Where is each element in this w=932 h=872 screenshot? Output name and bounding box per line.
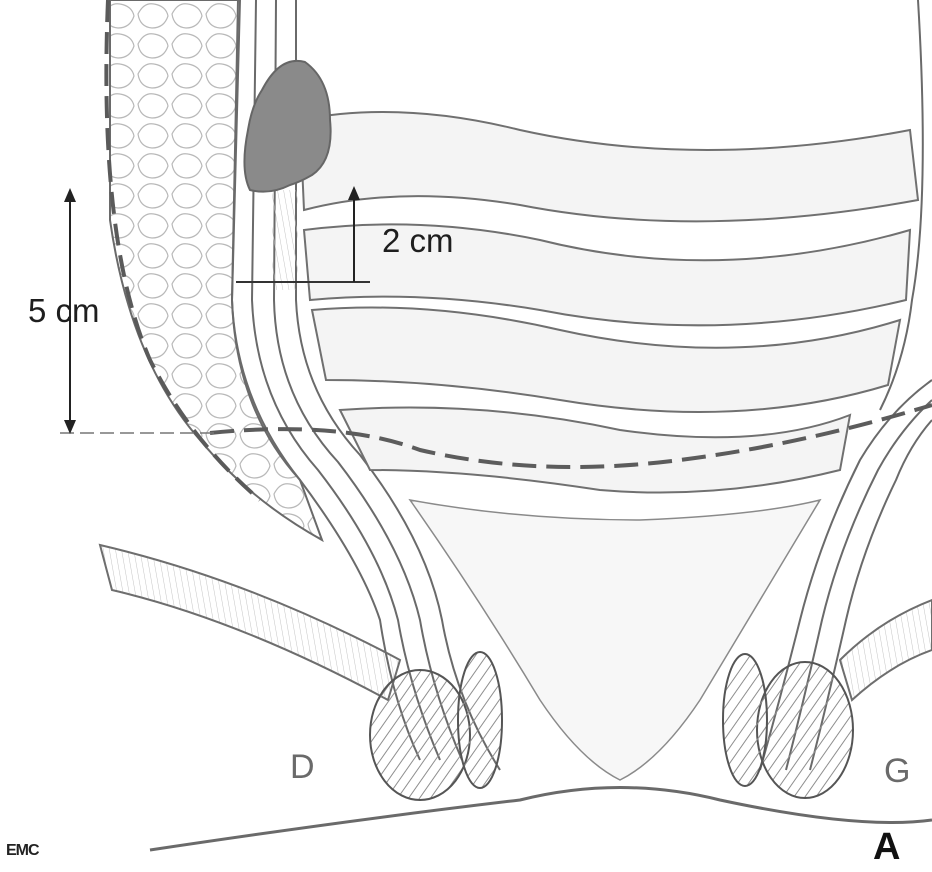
muscle-fibers-left bbox=[272, 190, 298, 290]
arrowhead-5cm-bottom bbox=[64, 420, 76, 434]
arrowhead-5cm-top bbox=[64, 188, 76, 202]
side-label-left: G bbox=[884, 752, 910, 791]
credit-logo: EMC bbox=[6, 842, 39, 860]
measure-label-2cm: 2 cm bbox=[382, 222, 454, 260]
panel-label: A bbox=[873, 826, 900, 869]
side-label-right: D bbox=[290, 748, 315, 787]
measure-label-5cm: 5 cm bbox=[28, 292, 100, 330]
